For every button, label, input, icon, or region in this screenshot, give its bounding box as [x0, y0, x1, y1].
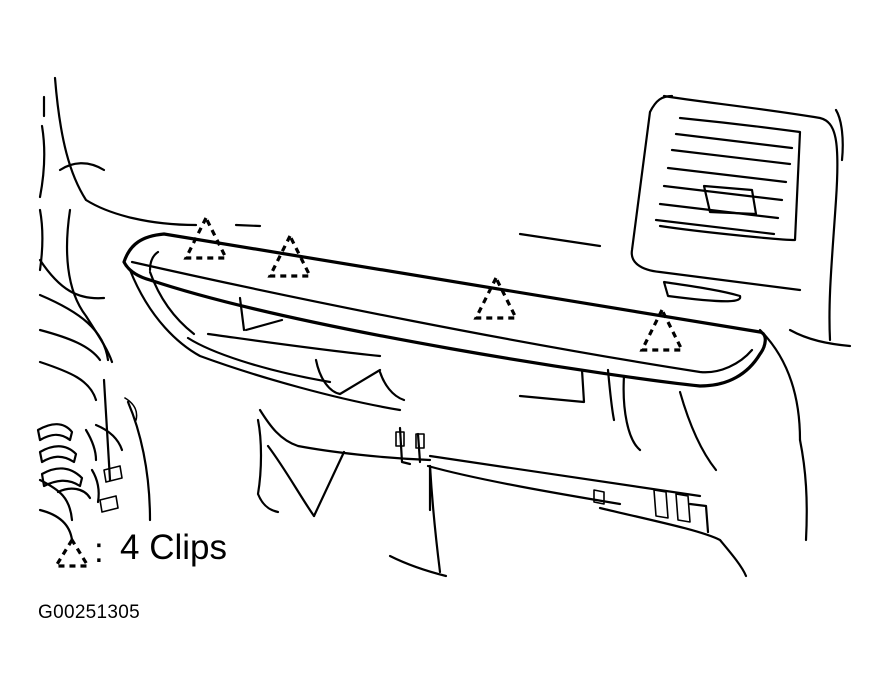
clip-triangle-dashed-icon	[53, 536, 91, 568]
right-air-vent	[630, 94, 844, 342]
legend-colon: :	[94, 531, 104, 570]
clip-3-icon	[473, 274, 519, 320]
trim-panel	[122, 232, 767, 388]
lower-panel-lines	[128, 268, 808, 578]
clip-4-icon	[639, 306, 685, 352]
figure-code: G00251305	[38, 602, 141, 623]
left-dashboard-lines	[38, 76, 198, 542]
clip-callouts	[183, 214, 685, 352]
clip-2-icon	[267, 232, 313, 278]
left-vent-louvres	[36, 423, 123, 513]
legend-label: 4 Clips	[120, 528, 227, 567]
clip-1-icon	[183, 214, 229, 260]
upper-panel-lines	[234, 223, 852, 348]
